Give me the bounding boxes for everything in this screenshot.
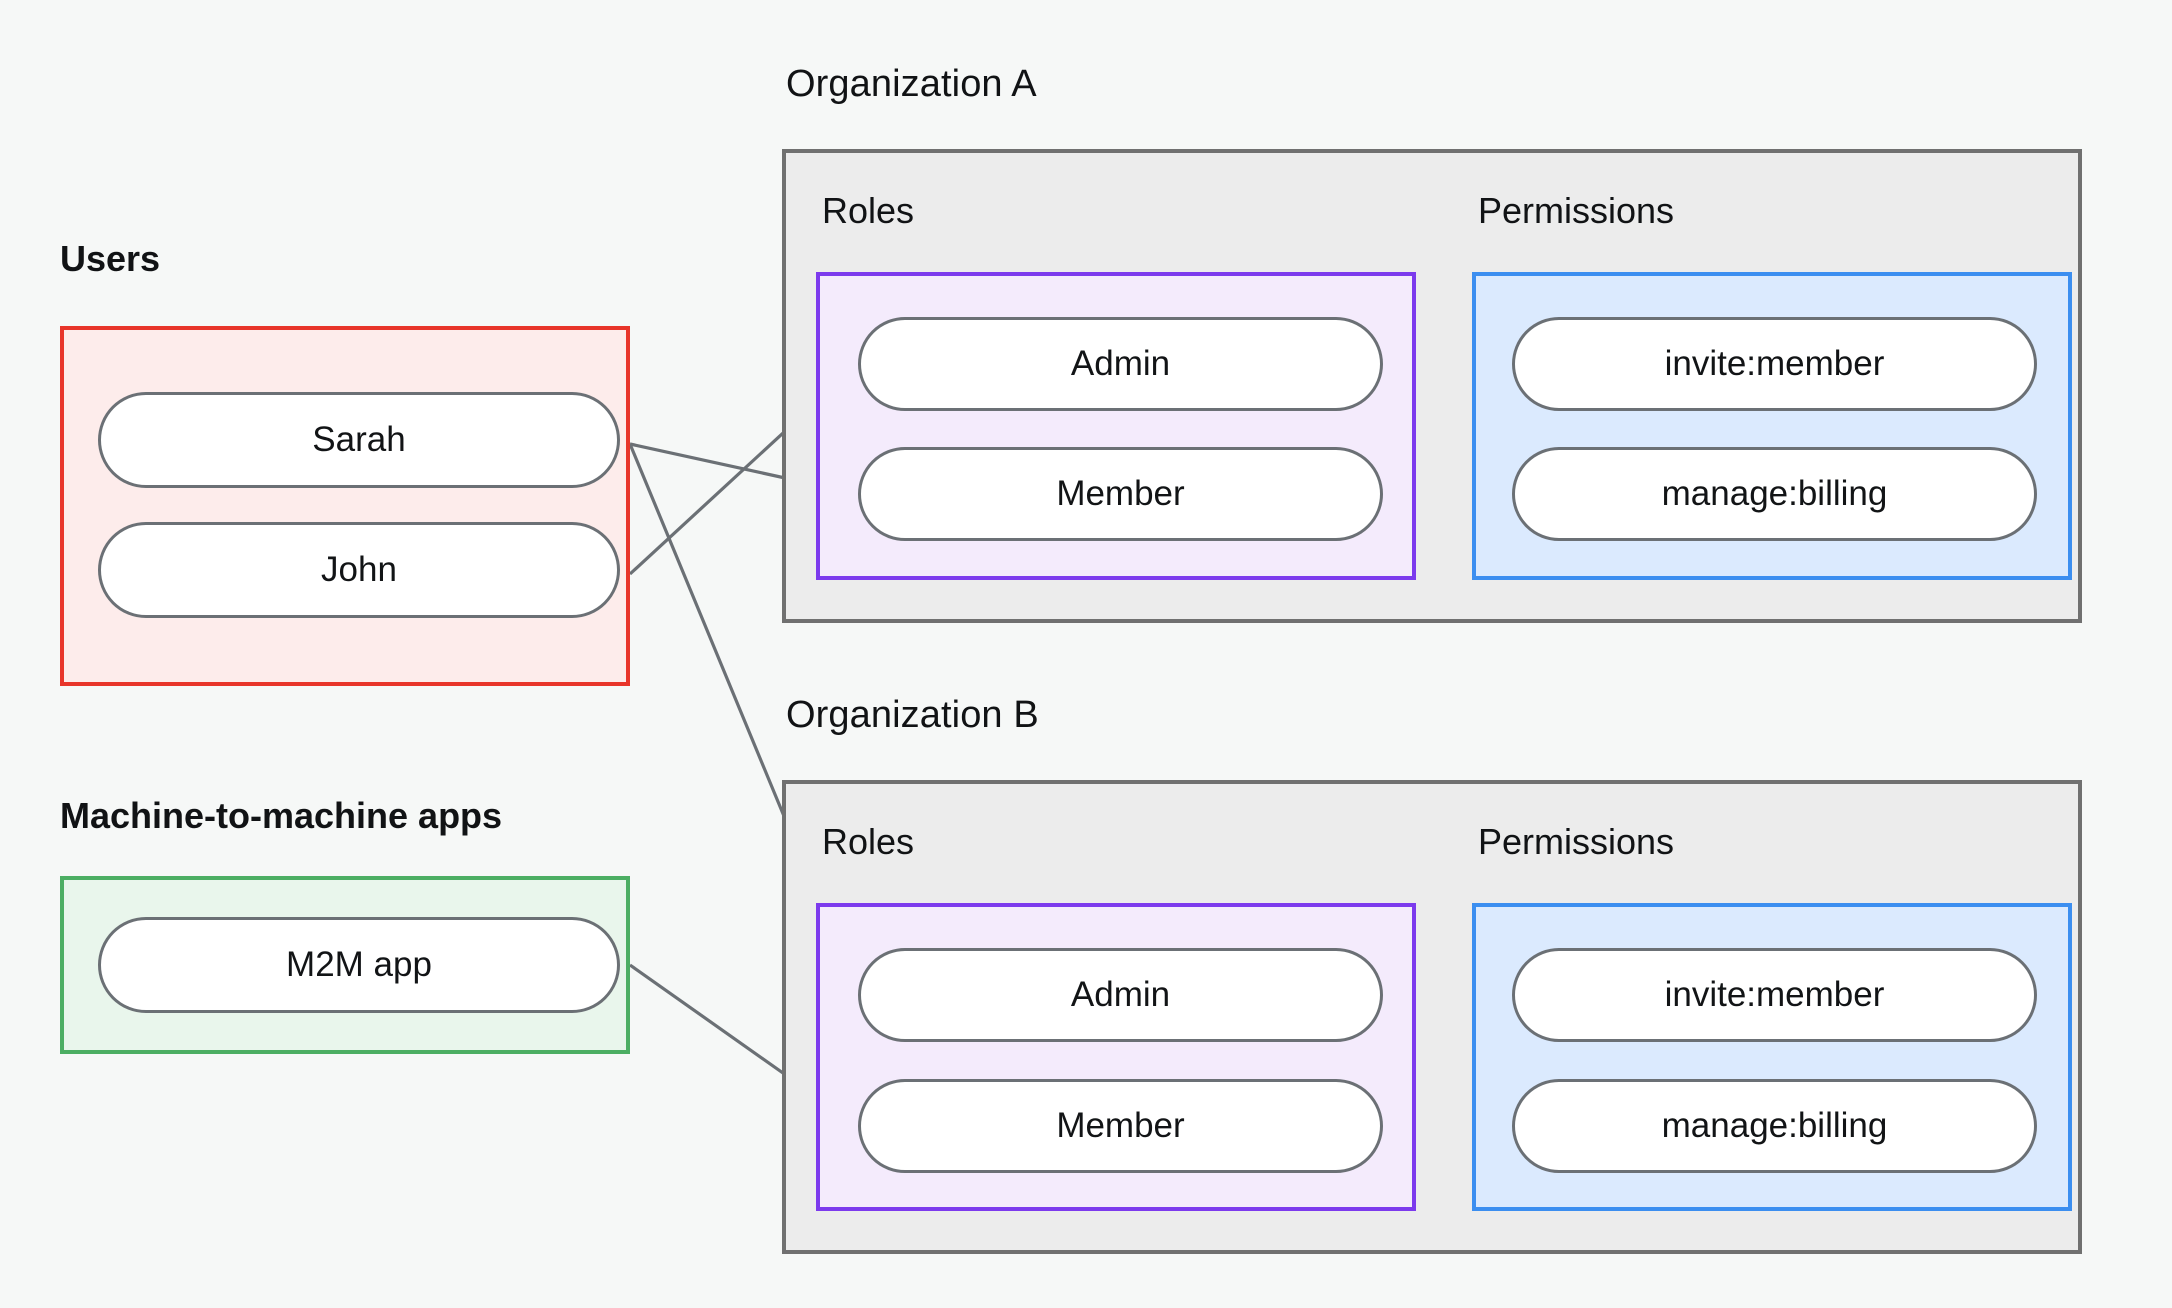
orgA-permission-manage-billing-label: manage:billing — [1661, 474, 1888, 513]
user-node-sarah-label: Sarah — [312, 420, 406, 459]
orgA-role-admin-label: Admin — [1070, 344, 1171, 383]
organization-a-roles-label: Roles — [822, 190, 915, 231]
user-node-john-label: John — [321, 550, 397, 589]
orgA-permission-invite-member-label: invite:member — [1664, 344, 1885, 383]
orgB-role-admin[interactable]: Admin — [858, 948, 1383, 1042]
orgB-permission-manage-billing[interactable]: manage:billing — [1512, 1079, 2037, 1173]
orgA-role-member-label: Member — [1056, 474, 1185, 513]
orgB-role-member-label: Member — [1056, 1106, 1185, 1145]
m2m-node-app-label: M2M app — [286, 945, 432, 984]
user-node-john[interactable]: John — [98, 522, 620, 618]
users-group-label: Users — [60, 238, 161, 279]
m2m-group-label: Machine-to-machine apps — [60, 795, 503, 836]
orgB-permission-invite-member-label: invite:member — [1664, 975, 1885, 1014]
m2m-node-app[interactable]: M2M app — [98, 917, 620, 1013]
user-node-sarah[interactable]: Sarah — [98, 392, 620, 488]
orgA-role-admin[interactable]: Admin — [858, 317, 1383, 411]
orgB-permission-invite-member[interactable]: invite:member — [1512, 948, 2037, 1042]
organization-a-label: Organization A — [786, 63, 1037, 105]
orgB-role-member[interactable]: Member — [858, 1079, 1383, 1173]
orgB-permission-manage-billing-label: manage:billing — [1661, 1106, 1888, 1145]
organization-a-permissions-label: Permissions — [1478, 190, 1675, 231]
orgA-permission-manage-billing[interactable]: manage:billing — [1512, 447, 2037, 541]
orgB-role-admin-label: Admin — [1070, 975, 1171, 1014]
organization-b-roles-label: Roles — [822, 821, 915, 862]
organization-b-permissions-label: Permissions — [1478, 821, 1675, 862]
organization-b-label: Organization B — [786, 694, 1039, 736]
users-group-box — [60, 326, 630, 686]
orgA-role-member[interactable]: Member — [858, 447, 1383, 541]
orgA-permission-invite-member[interactable]: invite:member — [1512, 317, 2037, 411]
